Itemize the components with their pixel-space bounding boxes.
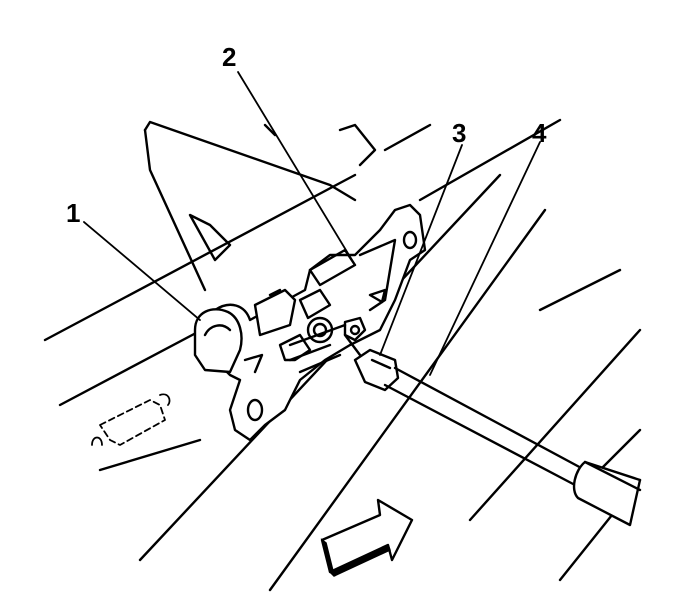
- leader-3: [379, 144, 463, 356]
- leader-2: [237, 71, 356, 266]
- lever-assembly: [193, 203, 427, 442]
- callout-2: 2: [222, 42, 236, 72]
- leader-4: [429, 141, 541, 376]
- brake-cable: [383, 366, 642, 527]
- callout-1: 1: [66, 198, 80, 228]
- cable-retainer: [343, 333, 400, 392]
- leader-1: [83, 221, 201, 321]
- frame-lines: [43, 118, 642, 592]
- dashed-ghost-clip: [91, 393, 171, 446]
- callout-leaders: [83, 71, 541, 376]
- callout-4: 4: [532, 118, 547, 148]
- callout-labels: 1 2 3 4: [66, 42, 547, 228]
- support-bracket: [143, 120, 377, 292]
- callout-3: 3: [452, 118, 466, 148]
- direction-arrow-icon: [320, 498, 414, 577]
